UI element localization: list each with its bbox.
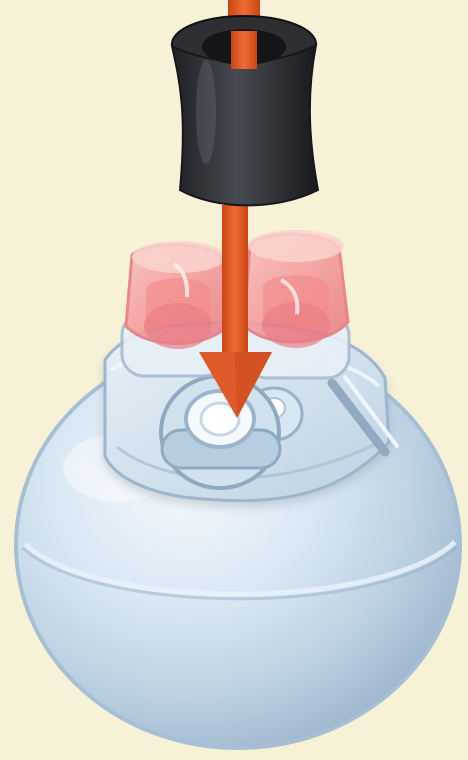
cap-icon bbox=[172, 16, 318, 205]
center-port-icon bbox=[161, 376, 280, 488]
